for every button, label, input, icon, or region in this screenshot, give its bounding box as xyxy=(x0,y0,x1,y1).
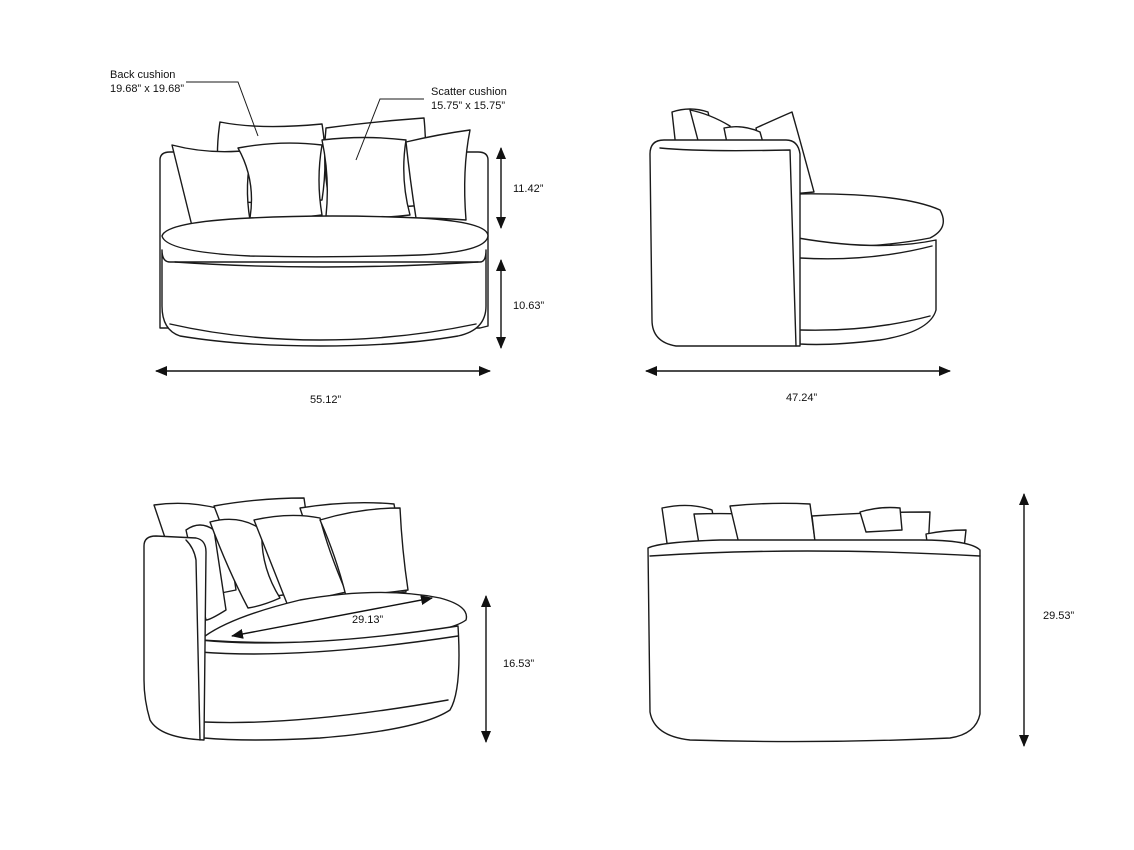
seat-depth-label: 29.13” xyxy=(352,614,384,626)
scatter-cushion-leader xyxy=(355,98,424,161)
front-view xyxy=(159,117,489,347)
back-cushion-callout-size: 19.68” x 19.68” xyxy=(110,83,184,95)
scatter-cushion-callout-size: 15.75” x 15.75” xyxy=(431,100,505,112)
overall-height-label: 29.53” xyxy=(1043,610,1075,622)
front-width-label: 55.12” xyxy=(310,394,342,406)
back-cushion-callout-name: Back cushion xyxy=(110,69,175,81)
back-cushion-height-label: 11.42” xyxy=(513,183,544,195)
side-depth-label: 47.24” xyxy=(786,392,818,404)
back-view xyxy=(647,502,981,743)
side-arm-panel xyxy=(649,139,801,347)
scatter-cushion-3 xyxy=(321,136,411,219)
scatter-cushion-2 xyxy=(237,142,323,220)
scatter-cushion-callout-name: Scatter cushion xyxy=(431,86,507,98)
round-base xyxy=(161,249,487,347)
seat-cushion xyxy=(161,215,489,258)
angled-view xyxy=(143,497,468,741)
seat-depth-dim-line xyxy=(231,595,433,639)
back-cushion-leader xyxy=(186,81,259,137)
seat-height-label: 16.53” xyxy=(503,658,535,670)
seat-base-height-label: 10.63” xyxy=(513,300,545,312)
side-view xyxy=(649,108,944,347)
scatter-cushion-4 xyxy=(405,129,471,221)
